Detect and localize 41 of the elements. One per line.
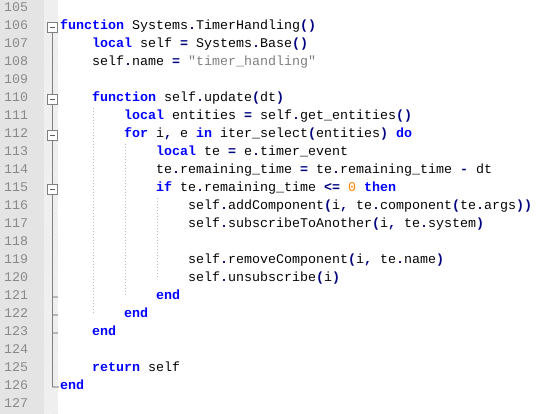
code-line: end <box>60 378 84 396</box>
code-line: local entities = self.get_entities() <box>124 108 412 126</box>
code-line: return self <box>92 360 180 378</box>
line-number: 124 <box>4 342 28 360</box>
code-line: end <box>124 306 148 324</box>
line-number: 107 <box>4 36 28 54</box>
line-number: 106 <box>4 18 28 36</box>
line-number: 126 <box>4 378 28 396</box>
line-number: 112 <box>4 126 28 144</box>
code-line: local self = Systems.Base() <box>92 36 308 54</box>
code-line: self.removeComponent(i, te.name) <box>188 252 444 270</box>
code-line: function self.update(dt) <box>92 90 284 108</box>
line-number: 111 <box>4 108 28 126</box>
line-number: 119 <box>4 252 28 270</box>
line-number: 109 <box>4 72 28 90</box>
line-number: 127 <box>4 396 28 414</box>
line-number: 125 <box>4 360 28 378</box>
line-number: 123 <box>4 324 28 342</box>
code-line: end <box>92 324 116 342</box>
code-line: end <box>156 288 180 306</box>
line-number: 116 <box>4 198 28 216</box>
code-line: te.remaining_time = te.remaining_time - dt <box>156 162 492 180</box>
code-line: self.name = "timer_handling" <box>92 54 316 72</box>
code-line: for i, e in iter_select(entities) do <box>124 126 412 144</box>
code-line: self.unsubscribe(i) <box>188 270 340 288</box>
line-number: 108 <box>4 54 28 72</box>
code-line: function Systems.TimerHandling() <box>60 18 316 36</box>
line-number: 120 <box>4 270 28 288</box>
line-number: 115 <box>4 180 28 198</box>
code-line: self.subscribeToAnother(i, te.system) <box>188 216 484 234</box>
line-number: 110 <box>4 90 28 108</box>
line-number: 122 <box>4 306 28 324</box>
line-number: 105 <box>4 0 28 18</box>
code-line: self.addComponent(i, te.component(te.args)) <box>188 198 532 216</box>
line-number: 118 <box>4 234 28 252</box>
line-number: 113 <box>4 144 28 162</box>
line-number: 121 <box>4 288 28 306</box>
code-line: local te = e.timer_event <box>156 144 348 162</box>
code-line: if te.remaining_time <= 0 then <box>156 180 396 198</box>
line-number: 117 <box>4 216 28 234</box>
line-number: 114 <box>4 162 28 180</box>
